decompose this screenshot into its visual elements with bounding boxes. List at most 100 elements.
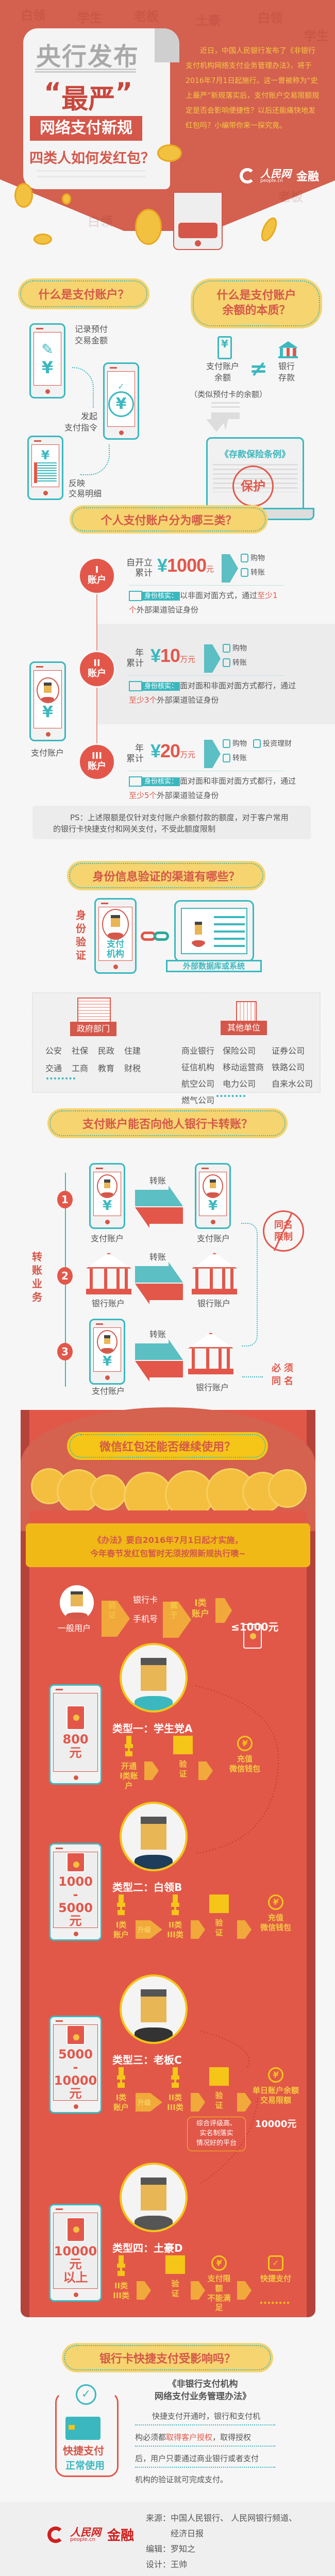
id-card-icon bbox=[209, 2067, 229, 2088]
platform-note: 综合评级高、 实名制落实 情况好的平台 bbox=[187, 2117, 246, 2151]
bank-icon bbox=[86, 1253, 131, 1298]
type-step: I类 账户 bbox=[108, 2067, 134, 2113]
avatar bbox=[203, 1174, 223, 1198]
step-label: 快捷支付 bbox=[260, 2274, 291, 2283]
bank-label: 银行账户 bbox=[196, 1383, 229, 1392]
regulation-title: 《非银行支付机构 网络支付业务管理办法》 bbox=[155, 2379, 251, 2402]
verify-text: 面对面和非面对面方式都行，通过 bbox=[180, 681, 296, 690]
scroll-paper bbox=[23, 28, 170, 189]
tier-period: 自开立 累计 bbox=[126, 558, 153, 579]
step-label: I类 账户 bbox=[113, 2093, 129, 2112]
step-label: II类 III类 bbox=[167, 1920, 183, 1939]
notice-line-1: 《办法》要自2016年7月1日起才实施， bbox=[93, 1535, 243, 1545]
bracket-dotted bbox=[241, 1223, 258, 1347]
bank-card-icon bbox=[65, 2417, 100, 2440]
verify-text: 面对面和非面对面方式都行，通过 bbox=[180, 776, 296, 786]
dotted-arrow bbox=[72, 367, 94, 408]
ellipsis bbox=[260, 2302, 289, 2304]
notice-banner: 《办法》要自2016年7月1日起才实施， 今年春节发红包暂时无须按照新规执行噢~ bbox=[26, 1523, 310, 1567]
type-avatar bbox=[120, 1974, 188, 2044]
balance-note: （类似预付卡的余额） bbox=[190, 390, 267, 399]
step-label: 验 证 bbox=[179, 1759, 187, 1779]
verify-text: 外部渠道验证身份 bbox=[137, 605, 199, 614]
limit-unit: 万元 bbox=[180, 655, 196, 664]
avatar bbox=[102, 908, 129, 940]
type-step: 验 证 bbox=[206, 1894, 232, 1938]
yen-icon: ¥ bbox=[237, 1736, 253, 1751]
red-envelope-amount: 1000 - 5000 元 bbox=[58, 1874, 93, 1928]
government-channel: 财税 bbox=[124, 1063, 141, 1073]
type-avatar bbox=[120, 2163, 188, 2232]
document-title: 《存款保险条例》 bbox=[220, 450, 290, 460]
paper-lines bbox=[37, 170, 145, 177]
id-card-icon bbox=[209, 1894, 229, 1915]
not-equal-icon: ≠ bbox=[249, 356, 268, 381]
use-label: 购物 bbox=[232, 644, 247, 653]
amount-phone: 10000 元 以上 bbox=[49, 2204, 102, 2302]
phone-yen-icon: ¥ bbox=[217, 336, 232, 359]
logo-sub: people.cn bbox=[70, 2536, 95, 2542]
government-channel: 公安 bbox=[45, 1046, 62, 1056]
background-word: 白领 bbox=[88, 214, 112, 229]
quick-pay-text: 快捷支付开通时，银行和支付机 构必须都取得客户授权，取得授权 后，用户只要通过商… bbox=[135, 2408, 275, 2488]
pay-label: 支付账户 bbox=[197, 1234, 230, 1243]
step-label: 充值 微信钱包 bbox=[229, 1754, 260, 1773]
use-item: 转账 bbox=[223, 657, 247, 668]
arrow-down-head bbox=[206, 419, 227, 432]
verify-highlight: 至少3个 bbox=[129, 695, 157, 705]
government-label: 政府部门 bbox=[70, 1022, 116, 1036]
avatar bbox=[97, 1330, 118, 1354]
id-card-icon bbox=[129, 590, 142, 601]
step-label: I类 账户 bbox=[113, 1920, 129, 1939]
tier-label: 账户 bbox=[88, 668, 106, 679]
hero-phone bbox=[173, 192, 223, 250]
transfer-label: 转账 bbox=[149, 1329, 166, 1339]
bank-label: 银行账户 bbox=[92, 1299, 125, 1308]
shopping-icon bbox=[223, 739, 230, 748]
background-word: 老板 bbox=[278, 190, 303, 204]
phone-detail: ¥ bbox=[27, 436, 63, 500]
home-button bbox=[195, 240, 201, 246]
yen-icon: ¥ bbox=[150, 645, 161, 666]
logo-channel: 金融 bbox=[107, 2528, 135, 2544]
upgrade-label: 升级 bbox=[138, 2099, 152, 2107]
tier-uses: 购物转账 bbox=[241, 553, 282, 577]
number-3: 3 bbox=[57, 1343, 73, 1360]
use-label: 转账 bbox=[232, 659, 247, 667]
hero-title-3: 网络支付新规 bbox=[30, 116, 142, 141]
red-envelope-icon bbox=[66, 1705, 85, 1731]
avatar bbox=[36, 677, 59, 703]
background-word: 白领 bbox=[258, 11, 282, 25]
quote-close: ” bbox=[115, 77, 133, 108]
person-icon bbox=[124, 1736, 134, 1758]
verify-text: 以非面对面方式，通过 bbox=[180, 591, 258, 600]
other-channel: 燃气公司 bbox=[181, 1095, 215, 1105]
background-word: 学生 bbox=[304, 29, 329, 43]
tier-2-band bbox=[97, 624, 335, 724]
use-label: 转账 bbox=[250, 569, 265, 577]
pay-label: 支付账户 bbox=[92, 1386, 125, 1396]
verify-text: 外部渠道验证身份 bbox=[157, 791, 219, 800]
type-step: 验 证 bbox=[162, 2255, 188, 2299]
tier-period: 年 累计 bbox=[126, 648, 144, 669]
scroll-curl bbox=[155, 28, 179, 62]
phone-number-label: 手机号 bbox=[133, 1614, 158, 1624]
use-label: 购物 bbox=[250, 554, 265, 562]
yen-icon: ¥ bbox=[157, 555, 167, 576]
source: 来源：中国人民银行、 人民网银行频道、 经济日报 bbox=[146, 2513, 297, 2538]
coin-icon bbox=[62, 193, 71, 205]
limit-unit: 元 bbox=[206, 565, 214, 574]
text-line: 构必须都 bbox=[135, 2433, 166, 2442]
verify-badge: 身份核实： bbox=[142, 592, 180, 601]
background-word: 老板 bbox=[134, 9, 159, 24]
coin-icon bbox=[90, 1474, 126, 1510]
arrow-right-icon bbox=[135, 1339, 183, 1360]
investment-icon bbox=[253, 739, 261, 748]
transfer-icon bbox=[223, 658, 230, 667]
avatar bbox=[97, 1174, 118, 1198]
quote-open: “ bbox=[44, 77, 62, 108]
